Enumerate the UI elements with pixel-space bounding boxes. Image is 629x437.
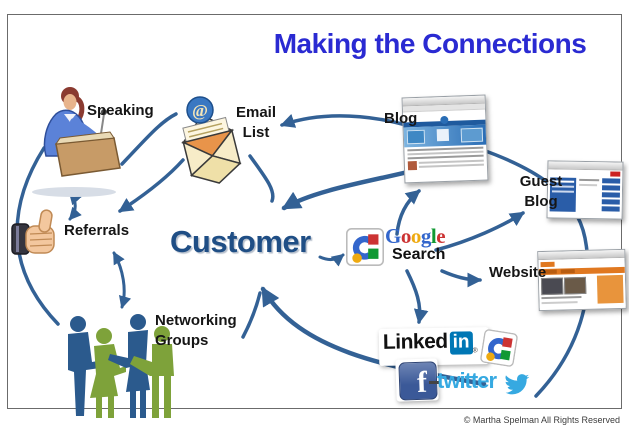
blog-label: Blog bbox=[384, 110, 418, 127]
website-screenshot bbox=[537, 248, 627, 312]
google-wordmark: Google bbox=[385, 224, 446, 248]
google-search-label: Search bbox=[392, 246, 446, 263]
linkedin-wordmark: Linked bbox=[382, 329, 448, 354]
twitter-bird-icon bbox=[502, 373, 531, 396]
networking-groups-label: Networking Groups bbox=[155, 312, 237, 350]
thumbs-up-icon bbox=[11, 209, 55, 255]
email-list-label: Email List bbox=[235, 104, 277, 142]
registered-mark: ® bbox=[472, 347, 478, 355]
google-favicon-icon-small bbox=[480, 329, 518, 367]
google-favicon-icon bbox=[346, 228, 384, 266]
twitter-wordmark: twitter bbox=[437, 368, 497, 393]
linkedin-in-icon: in bbox=[449, 331, 473, 355]
facebook-logo: f bbox=[395, 358, 439, 402]
referrals-label: Referrals bbox=[64, 222, 130, 239]
blog-screenshot bbox=[401, 94, 489, 184]
speaker-clipart bbox=[32, 87, 121, 197]
connector-dash bbox=[429, 381, 439, 384]
speaking-label: Speaking bbox=[87, 102, 154, 119]
guest-blog-label: Guest Blog bbox=[519, 173, 563, 211]
google-search-node: Google Search bbox=[385, 224, 446, 264]
networking-people-clipart bbox=[68, 314, 174, 418]
website-label: Website bbox=[489, 264, 547, 281]
customer-label: Customer bbox=[170, 224, 311, 259]
page-title: Making the Connections bbox=[273, 28, 587, 59]
copyright-text: © Martha Spelman All Rights Reserved bbox=[463, 415, 620, 425]
email-envelope-icon: @ bbox=[181, 96, 242, 184]
svg-text:@: @ bbox=[192, 101, 208, 120]
